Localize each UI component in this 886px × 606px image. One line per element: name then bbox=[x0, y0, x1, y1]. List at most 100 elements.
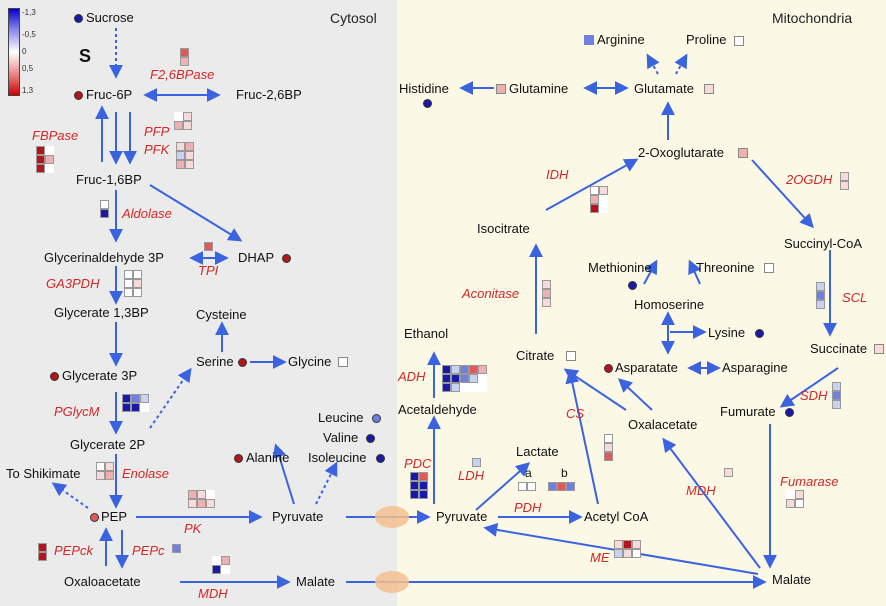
arrow-g3p-serine bbox=[149, 367, 192, 429]
arrow-pyruvate-aa bbox=[315, 461, 338, 505]
heatmap-mdh-cytosol bbox=[212, 556, 230, 574]
metabolite-asparatate: Asparatate bbox=[615, 360, 678, 375]
enzyme-mdh-cytosol: MDH bbox=[198, 586, 228, 601]
heatmap-sdh bbox=[832, 382, 841, 409]
legend-tick: 0,5 bbox=[22, 64, 34, 73]
arginine-square bbox=[584, 35, 594, 45]
transporter-pyruvate bbox=[375, 506, 409, 528]
heatmap-tpi bbox=[204, 242, 213, 251]
heatmap-enolase bbox=[96, 462, 114, 480]
valine-dot bbox=[366, 434, 375, 443]
legend-tick: 1,3 bbox=[22, 86, 34, 95]
metabolite-lysine: Lysine bbox=[708, 325, 746, 340]
heatmap-mdh-mito bbox=[724, 468, 733, 477]
enzyme-aldolase: Aldolase bbox=[122, 206, 172, 221]
arrow-mdh-m bbox=[662, 437, 761, 569]
metabolite-fruc6p: Fruc-6P bbox=[86, 87, 133, 102]
mark-b: b bbox=[561, 466, 568, 480]
enzyme-2ogdh: 2OGDH bbox=[786, 172, 833, 187]
metabolite-methionine: Methionine bbox=[588, 260, 652, 275]
heatmap-aconitase bbox=[542, 280, 551, 307]
metabolite-leucine: Leucine bbox=[318, 410, 364, 425]
enzyme-fumarase: Fumarase bbox=[780, 474, 839, 489]
legend-tick: -1,3 bbox=[22, 8, 36, 17]
heatmap-idh bbox=[590, 186, 608, 213]
metabolite-g3p: Glycerate 3P bbox=[62, 368, 138, 383]
region-title-cytosol: Cytosol bbox=[330, 10, 377, 26]
metabolite-sucrose: Sucrose bbox=[86, 10, 134, 25]
metabolite-histidine: Histidine bbox=[399, 81, 449, 96]
mark-a: a bbox=[525, 466, 532, 480]
heatmap-pepc bbox=[172, 544, 181, 553]
heatmap-pglycm bbox=[122, 394, 149, 412]
metabolite-asparagine: Asparagine bbox=[722, 360, 788, 375]
metabolite-g2p: Glycerate 2P bbox=[70, 437, 146, 452]
heatmap-fbpase bbox=[36, 146, 54, 173]
enzyme-fbpase: FBPase bbox=[32, 128, 79, 143]
metabolite-citrate: Citrate bbox=[516, 348, 555, 363]
heatmap-ga3pdh bbox=[124, 270, 142, 297]
heatmap-f26bpase bbox=[180, 48, 189, 66]
glycine-square bbox=[338, 357, 348, 367]
metabolite-oaa-mito: Oxalacetate bbox=[628, 417, 698, 432]
metabolite-malate-cytosol: Malate bbox=[296, 574, 336, 589]
enzyme-pfk: PFK bbox=[144, 142, 170, 157]
heatmap-pdc bbox=[410, 472, 428, 499]
glutamine-square bbox=[496, 84, 506, 94]
g3p-dot bbox=[50, 372, 59, 381]
metabolite-serine: Serine bbox=[196, 354, 234, 369]
heatmap-2ogdh bbox=[840, 172, 849, 190]
heatmap-cs bbox=[604, 434, 613, 461]
metabolite-fruc26bp: Fruc-2,6BP bbox=[236, 87, 302, 102]
metabolite-arginine: Arginine bbox=[597, 32, 645, 47]
histidine-dot bbox=[423, 99, 432, 108]
metabolite-shikimate: To Shikimate bbox=[6, 466, 81, 481]
mitochondria-panel bbox=[397, 0, 886, 606]
metabolite-acetylcoa: Acetyl CoA bbox=[584, 509, 649, 524]
enzyme-tpi: TPI bbox=[198, 263, 219, 278]
enzyme-idh: IDH bbox=[546, 167, 569, 182]
enzyme-f26bpase: F2,6BPase bbox=[150, 67, 215, 82]
legend-tick: -0,5 bbox=[22, 30, 36, 39]
enzyme-pk: PK bbox=[184, 521, 202, 536]
arrow-homoserine-threonine bbox=[688, 259, 702, 285]
metabolite-g13bp: Glycerate 1,3BP bbox=[54, 305, 149, 320]
leucine-dot bbox=[372, 414, 381, 423]
heatmap-pk bbox=[188, 490, 215, 508]
legend-tick: 0 bbox=[22, 47, 27, 56]
arrow-pyruvate-alanine bbox=[272, 443, 295, 505]
arrow-oaa-asparatate bbox=[617, 378, 653, 411]
proline-square bbox=[734, 36, 744, 46]
dhap-dot bbox=[282, 254, 291, 263]
metabolite-succinate: Succinate bbox=[810, 341, 868, 356]
heatmap-scl bbox=[816, 282, 825, 309]
metabolite-fruc16bp: Fruc-1,6BP bbox=[76, 172, 142, 187]
heatmap-adh bbox=[442, 365, 487, 392]
enzyme-adh: ADH bbox=[398, 369, 426, 384]
transporter-malate bbox=[375, 571, 409, 593]
succinate-square bbox=[874, 344, 884, 354]
threonine-square bbox=[764, 263, 774, 273]
metabolite-glutamine: Glutamine bbox=[509, 81, 569, 96]
enzyme-ga3pdh: GA3PDH bbox=[46, 276, 100, 291]
arrow-glutamate-arginine bbox=[646, 53, 660, 75]
arrow-ldh bbox=[475, 462, 531, 511]
metabolite-oaa-cytosol: Oxaloacetate bbox=[64, 574, 141, 589]
heatmap-fumarase bbox=[786, 490, 804, 508]
heatmap-lactate-a bbox=[518, 482, 536, 491]
metabolite-isoleucine: Isoleucine bbox=[308, 450, 367, 465]
metabolite-dhap: DHAP bbox=[238, 250, 275, 265]
color-scale-legend bbox=[8, 8, 20, 96]
arrow-2ogdh bbox=[751, 159, 814, 229]
metabolite-threonine: Threonine bbox=[696, 260, 755, 275]
sucrose-dot bbox=[74, 14, 83, 23]
metabolite-cysteine: Cysteine bbox=[196, 307, 247, 322]
enzyme-mdh-mito: MDH bbox=[686, 483, 716, 498]
metabolite-pyruvate-cytosol: Pyruvate bbox=[272, 509, 324, 524]
enzyme-aconitase: Aconitase bbox=[462, 286, 520, 301]
enzyme-pepc: PEPc bbox=[132, 543, 165, 558]
serine-dot bbox=[238, 358, 247, 367]
heatmap-me bbox=[614, 540, 641, 558]
enzyme-enolase: Enolase bbox=[122, 466, 169, 481]
